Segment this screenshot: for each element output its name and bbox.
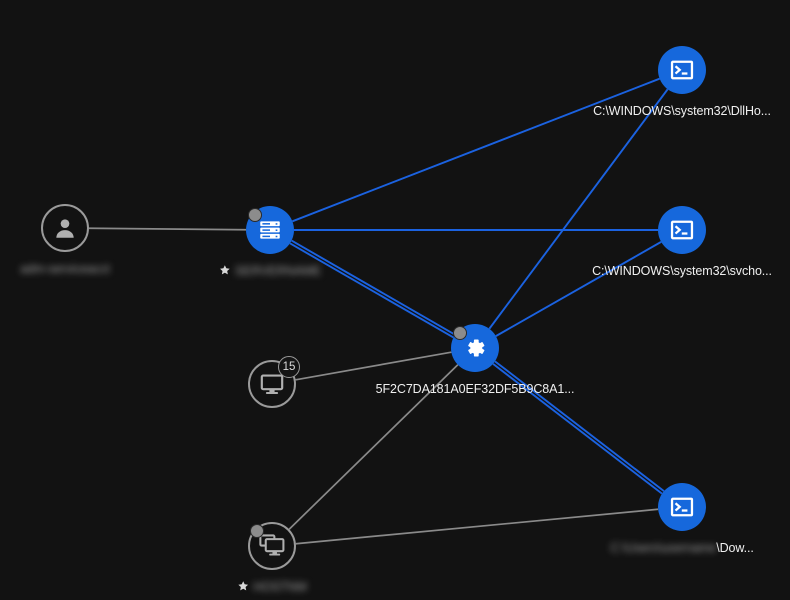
node-status-dot (453, 326, 467, 340)
graph-edge[interactable] (295, 351, 452, 381)
monitor-stack-icon (248, 522, 296, 570)
graph-edge[interactable] (495, 241, 662, 337)
node-status-dot (248, 208, 262, 222)
gear-icon (451, 324, 499, 372)
graph-edge[interactable] (289, 242, 454, 339)
console-icon (658, 483, 706, 531)
server-icon (246, 206, 294, 254)
graph-edge[interactable] (494, 360, 665, 492)
graph-edge[interactable] (291, 239, 456, 336)
node-status-dot (250, 524, 264, 538)
console-icon (658, 46, 706, 94)
user-icon (41, 204, 89, 252)
monitor-icon (248, 360, 296, 408)
graph-edge[interactable] (292, 77, 660, 223)
graph-edge[interactable] (288, 364, 459, 530)
graph-edge[interactable] (88, 227, 247, 231)
graph-edge[interactable] (492, 363, 663, 495)
console-icon (658, 206, 706, 254)
graph-edge[interactable] (295, 508, 659, 545)
node-count-badge[interactable]: 15 (278, 356, 300, 378)
graph-edge[interactable] (488, 88, 669, 330)
